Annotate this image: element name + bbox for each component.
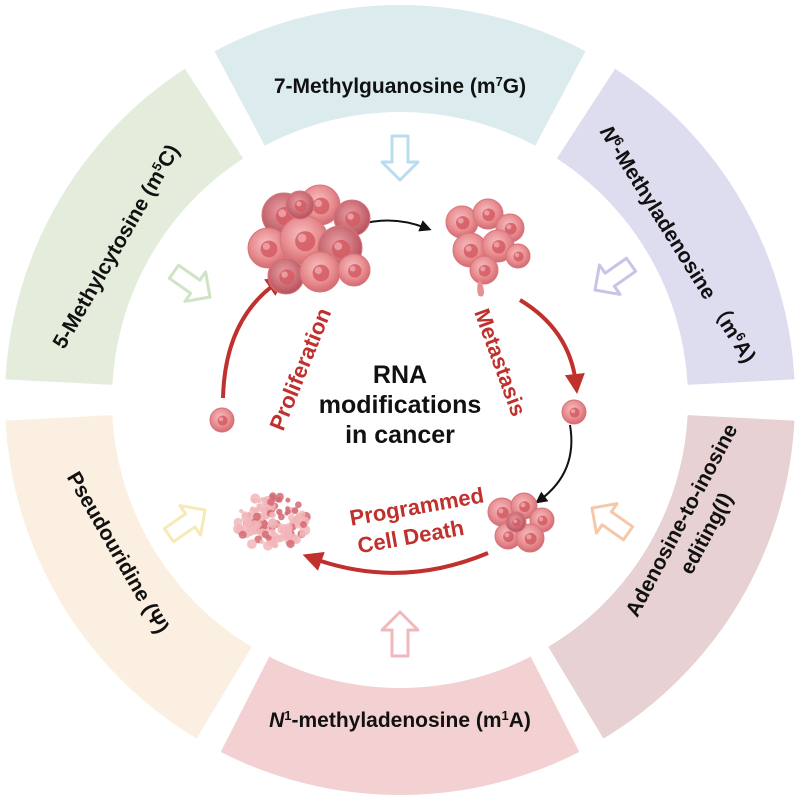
cell (299, 251, 341, 293)
arrow-a2i-icon (590, 502, 635, 542)
label-part: 1 (284, 708, 291, 723)
cell-debris-cluster (232, 492, 311, 551)
metastasis-arrow (518, 298, 585, 394)
label-part: 1 (502, 708, 509, 723)
cell (505, 243, 531, 269)
segment-m5c (5, 68, 244, 385)
apoptosis-cluster (487, 492, 555, 553)
inward-arrows (162, 134, 638, 658)
label-m1a: N1-methyladenosine (m1A) (269, 708, 531, 733)
cell-illustrations (209, 184, 587, 553)
label-part: A) (509, 709, 531, 732)
segment-psi (5, 415, 252, 739)
center-line-3: in cancer (345, 421, 455, 449)
segment-a2i (548, 415, 795, 739)
center-line-1: RNA (373, 361, 427, 389)
segment-m6a (556, 68, 795, 385)
cell (505, 511, 527, 533)
label-part: G) (503, 75, 526, 98)
arrow-m5c-icon (167, 263, 212, 303)
arrow-m7g-icon (380, 134, 420, 182)
metastasis-cluster (445, 198, 531, 285)
segment-m7g (214, 4, 586, 146)
segment-m1a (220, 656, 580, 795)
cell (515, 523, 545, 553)
proliferation-tumor-cluster (247, 184, 371, 295)
metastasis-drip (477, 280, 484, 297)
cell (469, 255, 499, 285)
label-part: N (269, 709, 285, 732)
single-cell-right (561, 399, 587, 425)
center-line-2: modifications (319, 391, 482, 419)
cell (247, 227, 289, 269)
programmed-death-arrow (302, 551, 489, 575)
metastasis-to-death-arrow (535, 424, 573, 504)
cell (337, 253, 371, 287)
cell (267, 257, 305, 295)
cell (472, 198, 504, 230)
label-part: 7 (496, 74, 503, 89)
label-part: -methyladenosine (m (291, 709, 501, 732)
cell (285, 190, 315, 220)
arrow-m6a-icon (593, 256, 638, 296)
arrow-psi-icon (162, 504, 207, 544)
arrow-m1a-icon (380, 610, 420, 658)
label-m7g: 7-Methylguanosine (m7G) (274, 74, 526, 99)
label-part: 7-Methylguanosine (m (274, 75, 496, 98)
center-title: RNA modifications in cancer (319, 361, 482, 449)
single-cell-left (209, 407, 235, 433)
proliferation-arrow (221, 276, 287, 399)
